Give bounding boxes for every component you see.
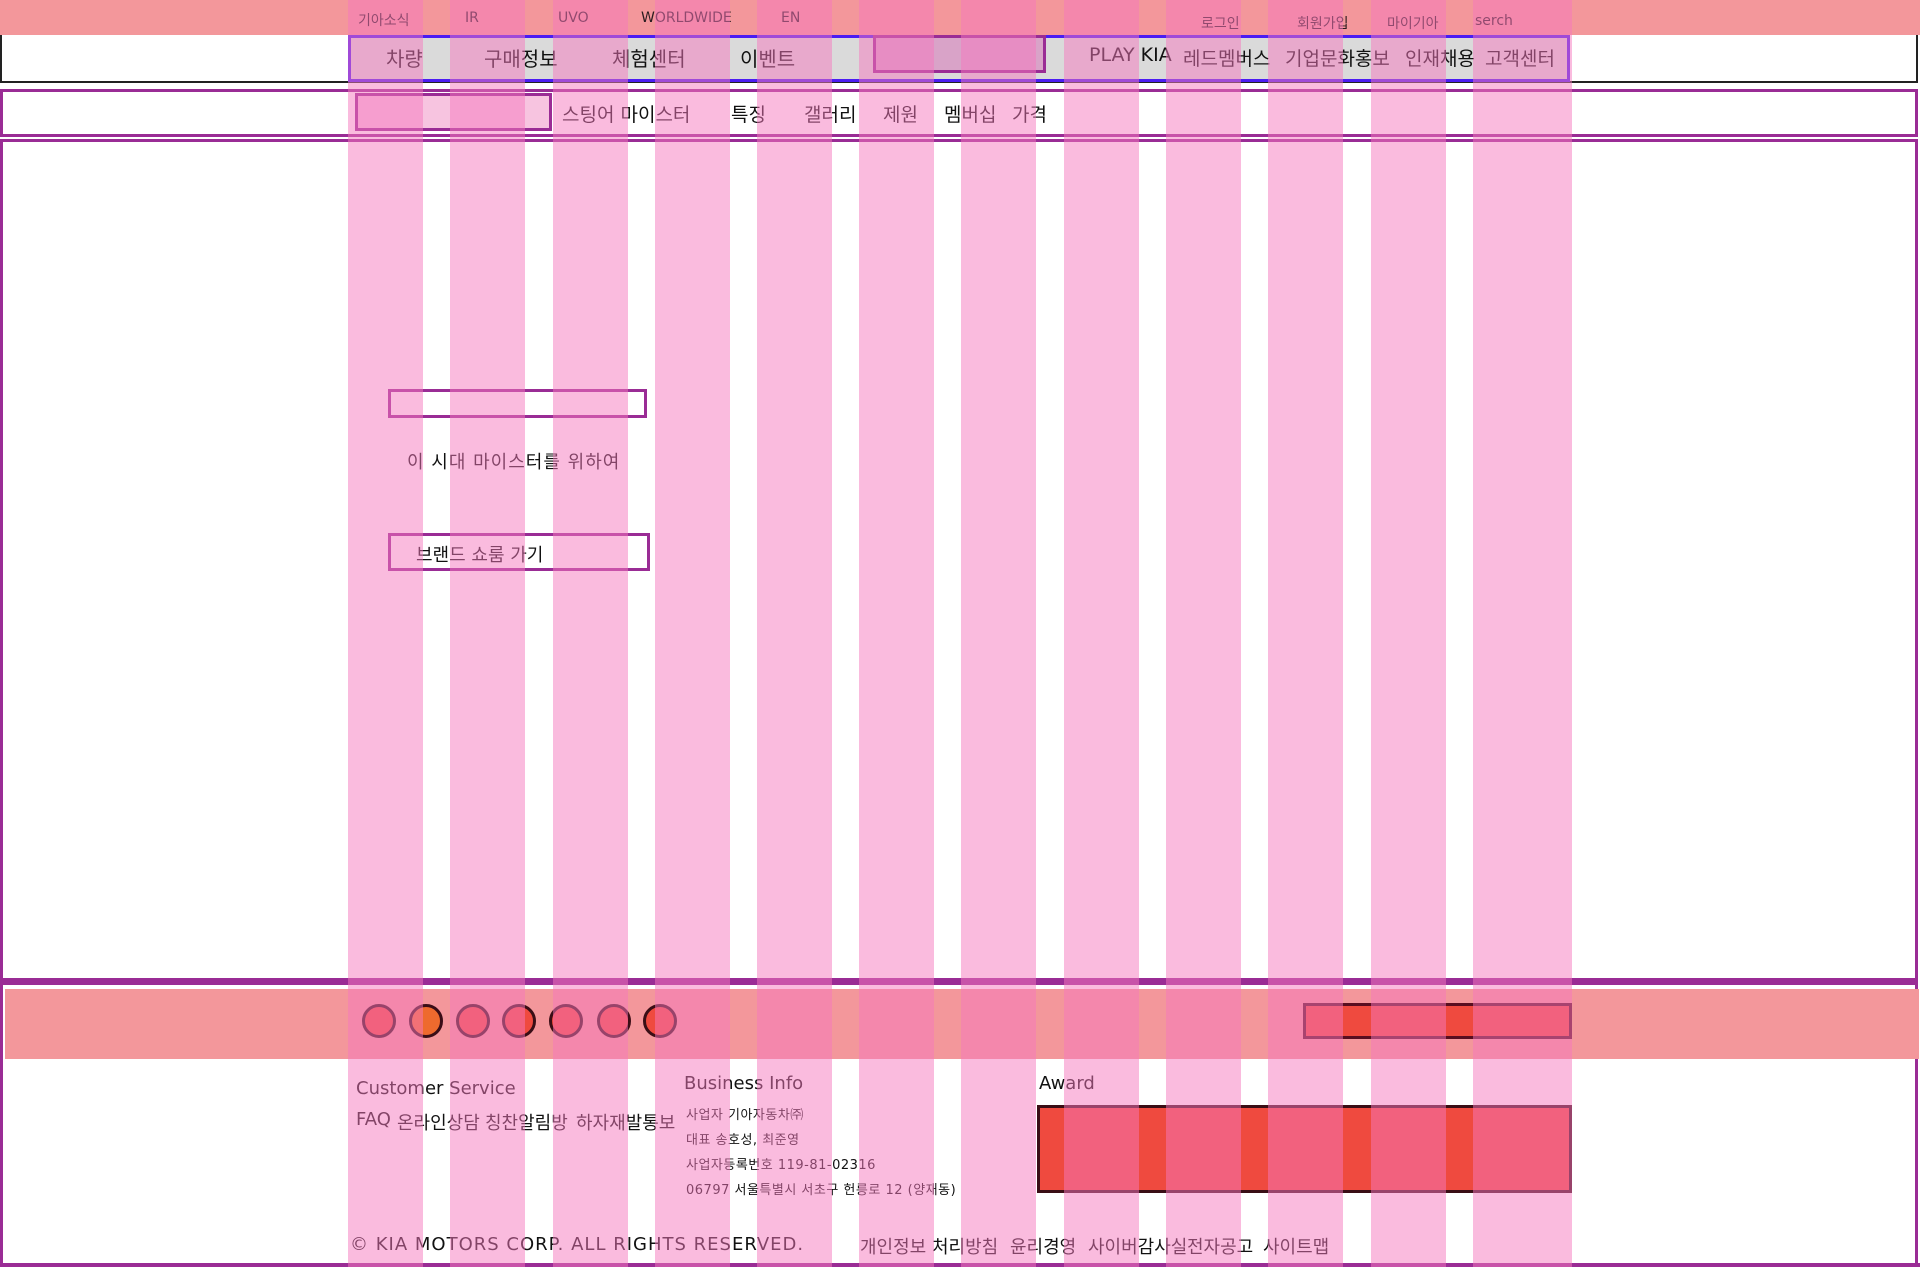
business-info-ceo: 대표 송호성, 최준영 — [686, 1133, 800, 1148]
top-link-mykia[interactable]: 마이기아 — [1387, 16, 1439, 32]
top-link-search[interactable]: serch — [1475, 13, 1513, 29]
top-link-uvo[interactable]: UVO — [558, 10, 589, 26]
business-info-registration: 사업자등록번호 119-81-02316 — [686, 1158, 876, 1173]
bottom-link-cyber-audit[interactable]: 사이버감사실 — [1088, 1237, 1188, 1258]
nav-item-play-kia[interactable]: PLAY KIA — [1089, 44, 1172, 66]
bottom-link-sitemap[interactable]: 사이트맵 — [1263, 1237, 1330, 1258]
footer-link-faq[interactable]: FAQ — [356, 1109, 391, 1130]
footer-social-band — [5, 989, 1919, 1059]
nav-item-red-members[interactable]: 레드멤버스 — [1183, 48, 1271, 70]
footer-bottom-border — [0, 1263, 1920, 1267]
hero-subtitle: 이 시대 마이스터를 위하여 — [407, 452, 621, 473]
top-link-login[interactable]: 로그인 — [1201, 16, 1240, 32]
footer-link-defect-report[interactable]: 하자재발통보 — [576, 1113, 676, 1134]
top-link-en[interactable]: EN — [781, 10, 801, 26]
social-icon-3[interactable] — [456, 1004, 490, 1038]
award-heading: Award — [1039, 1073, 1095, 1094]
subnav-item-specs[interactable]: 제원 — [883, 104, 918, 126]
business-info-company: 사업자 기아자동차㈜ — [686, 1108, 804, 1123]
award-image-placeholder — [1037, 1105, 1572, 1193]
social-icon-7[interactable] — [643, 1004, 677, 1038]
logo-placeholder[interactable] — [873, 35, 1046, 73]
social-icon-1[interactable] — [362, 1004, 396, 1038]
nav-item-experience-center[interactable]: 체험센터 — [612, 47, 686, 71]
nav-item-purchase-info[interactable]: 구매정보 — [484, 47, 558, 71]
social-icon-6[interactable] — [597, 1004, 631, 1038]
subnav-item-membership[interactable]: 멤버십 — [944, 104, 997, 126]
top-link-news[interactable]: 기아소식 — [358, 13, 410, 29]
nav-item-careers[interactable]: 인재채용 — [1405, 48, 1475, 70]
footer-section — [0, 981, 1918, 1267]
social-icon-4[interactable] — [502, 1004, 536, 1038]
sub-nav-logo-placeholder[interactable] — [355, 93, 552, 131]
hero-title-placeholder — [388, 389, 647, 418]
business-info-heading: Business Info — [684, 1073, 804, 1094]
footer-link-praise[interactable]: 칭찬알림방 — [485, 1113, 568, 1134]
nav-item-events[interactable]: 이벤트 — [740, 47, 796, 71]
hero-section — [0, 139, 1918, 981]
top-link-ir[interactable]: IR — [465, 10, 479, 26]
nav-item-corporate-culture[interactable]: 기업문화홍보 — [1285, 48, 1390, 70]
copyright-text: © KIA MOTORS CORP. ALL RIGHTS RESERVED. — [350, 1234, 805, 1255]
bottom-link-e-notice[interactable]: 전자공고 — [1187, 1237, 1254, 1258]
subnav-item-stinger-meister[interactable]: 스팅어 마이스터 — [562, 104, 691, 126]
footer-link-online-consult[interactable]: 온라인상담 — [397, 1113, 480, 1134]
nav-item-vehicles[interactable]: 차량 — [386, 47, 423, 71]
customer-service-heading: Customer Service — [356, 1078, 516, 1099]
top-link-signup[interactable]: 회원가입 — [1297, 16, 1349, 32]
brand-showroom-button-label: 브랜드 쇼룸 가기 — [416, 545, 544, 566]
subnav-item-gallery[interactable]: 갤러리 — [804, 104, 857, 126]
social-icon-5[interactable] — [549, 1004, 583, 1038]
bottom-link-privacy[interactable]: 개인정보 처리방침 — [860, 1237, 999, 1258]
nav-item-customer-center[interactable]: 고객센터 — [1485, 48, 1555, 70]
bottom-link-ethics[interactable]: 윤리경영 — [1010, 1237, 1077, 1258]
top-link-worldwide[interactable]: WORLDWIDE — [641, 10, 732, 26]
family-site-select[interactable] — [1303, 1003, 1572, 1039]
social-icon-2[interactable] — [409, 1004, 443, 1038]
utility-bar — [0, 0, 1920, 35]
subnav-item-features[interactable]: 특징 — [731, 104, 766, 126]
sub-nav-bar — [0, 89, 1918, 137]
business-info-address: 06797 서울특별시 서초구 헌릉로 12 (양재동) — [686, 1183, 957, 1198]
subnav-item-price[interactable]: 가격 — [1012, 104, 1047, 126]
